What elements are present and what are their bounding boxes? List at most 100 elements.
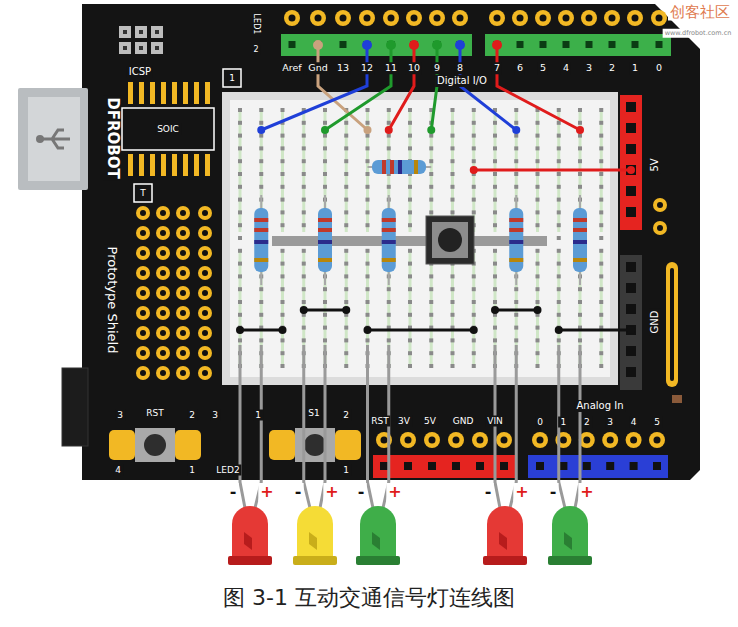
breadboard-hole — [408, 313, 412, 317]
breadboard-hole — [366, 262, 370, 266]
header-hole — [626, 165, 636, 175]
breadboard-hole — [238, 198, 242, 202]
polarity-mark: + — [578, 483, 595, 501]
breadboard-hole — [366, 249, 370, 253]
resistor-band — [382, 218, 396, 222]
breadboard-hole — [429, 134, 433, 138]
resistor-band — [509, 228, 523, 232]
wire-end — [470, 326, 478, 334]
proto-pad-hole — [202, 370, 208, 376]
header-hole — [626, 186, 636, 196]
breadboard-hole — [344, 198, 348, 202]
breadboard-hole — [599, 172, 603, 176]
header-hole — [626, 304, 636, 314]
breadboard-hole — [429, 146, 433, 150]
led-flange — [483, 556, 527, 565]
breadboard-hole — [578, 146, 582, 150]
header-socket — [476, 462, 484, 470]
push-button-group — [426, 216, 474, 264]
resistor-band — [382, 240, 396, 244]
bus-stripe-group — [240, 250, 601, 368]
footprint-label: SOIC — [155, 124, 181, 135]
breadboard-hole — [429, 338, 433, 342]
ground-wire — [304, 309, 347, 312]
breadboard-hole — [238, 249, 242, 253]
jumper-wire — [261, 45, 367, 130]
header-pin-hole — [630, 437, 637, 444]
resistor-band — [318, 218, 332, 222]
pin-number: 1 — [227, 73, 237, 84]
proto-pad-hole — [180, 330, 186, 336]
header-socket — [540, 41, 547, 48]
analog-header — [528, 455, 668, 478]
breadboard-hole — [281, 223, 285, 227]
pin-label: 11 — [383, 62, 399, 74]
proto-pad-hole-group — [140, 210, 208, 376]
breadboard-hole — [514, 338, 518, 342]
breadboard-hole — [493, 159, 497, 163]
proto-pad-hole — [180, 350, 186, 356]
side-pad — [653, 198, 667, 212]
proto-pad-hole — [140, 290, 146, 296]
header-pin — [424, 432, 440, 448]
header-pin — [512, 10, 528, 26]
header-pin — [472, 432, 488, 448]
breadboard-hole — [344, 262, 348, 266]
breadboard-hole — [557, 159, 561, 163]
header-5v — [620, 95, 642, 230]
header-pin-hole — [517, 15, 524, 22]
resistor-band — [414, 160, 418, 174]
led-die — [499, 532, 507, 550]
header-pin-hole — [434, 15, 441, 22]
breadboard-hole — [281, 338, 285, 342]
ground-wire-group — [240, 310, 631, 330]
breadboard-hole — [238, 146, 242, 150]
soic-pad-group — [128, 154, 210, 176]
breadboard-hole — [366, 287, 370, 291]
breadboard-hole — [408, 249, 412, 253]
breadboard-hole — [536, 262, 540, 266]
button-label: RST — [144, 408, 165, 419]
button-pad — [175, 430, 201, 460]
breadboard-hole — [557, 274, 561, 278]
proto-pad-hole — [202, 270, 208, 276]
resistor-band — [382, 258, 396, 262]
wire-end — [257, 126, 265, 134]
header-pin-hole — [477, 437, 484, 444]
breadboard-hole — [366, 134, 370, 138]
led-label: LED1 — [251, 12, 261, 37]
breadboard-hole — [259, 185, 263, 189]
wire-end — [409, 40, 419, 50]
breadboard-hole — [259, 313, 263, 317]
breadboard-hole — [451, 134, 455, 138]
ground-wire — [495, 309, 538, 312]
proto-pad-hole — [140, 350, 146, 356]
icsp-pin — [119, 42, 131, 54]
side-pad-hole — [657, 225, 663, 231]
breadboard-hole — [429, 300, 433, 304]
button-cap — [144, 434, 166, 456]
wire-end — [432, 40, 442, 50]
proto-pad-hole — [202, 230, 208, 236]
header-hole — [626, 262, 636, 272]
header-pin-hole — [429, 437, 436, 444]
usb-connector-face — [28, 97, 80, 181]
proto-pad — [136, 366, 150, 380]
header-socket — [289, 41, 296, 48]
proto-pad-hole — [180, 370, 186, 376]
breadboard-hole — [408, 338, 412, 342]
resistor-lead-group — [261, 195, 580, 285]
breadboard-hole — [599, 146, 603, 150]
breadboard-hole — [536, 351, 540, 355]
soic-pad — [139, 82, 144, 104]
wire-end — [427, 126, 435, 134]
pin-label: RST — [369, 416, 390, 427]
pin-number: 4 — [629, 417, 639, 428]
breadboard-hole — [366, 121, 370, 125]
breadboard-hole — [493, 326, 497, 330]
wire-end-group — [257, 126, 584, 134]
proto-pad-hole — [160, 350, 166, 356]
breadboard-hole — [536, 338, 540, 342]
breadboard-hole — [557, 287, 561, 291]
header-pin-hole — [656, 15, 663, 22]
